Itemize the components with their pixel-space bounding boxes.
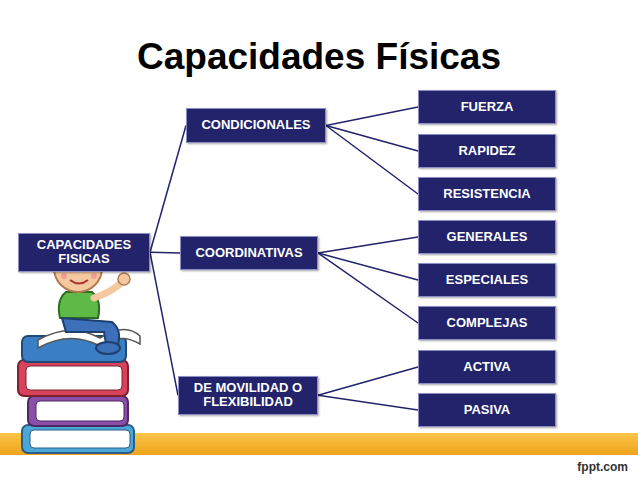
box-label: DE MOVILIDAD O FLEXIBILIDAD	[185, 381, 311, 410]
category-box: FUERZA	[418, 90, 556, 124]
box-label: FUERZA	[461, 100, 514, 114]
box-label: COMPLEJAS	[447, 316, 528, 330]
connector-line	[318, 253, 418, 280]
box-label: CONDICIONALES	[201, 118, 310, 132]
connector-line	[318, 367, 418, 395]
category-box: DE MOVILIDAD O FLEXIBILIDAD	[178, 376, 318, 415]
box-label: CAPACIDADES FISICAS	[25, 238, 143, 267]
connector-line	[150, 252, 178, 395]
connector-line	[150, 126, 186, 253]
connector-line	[150, 252, 180, 254]
watermark: fppt.com	[577, 460, 628, 474]
box-label: RESISTENCIA	[443, 187, 530, 201]
box-label: ACTIVA	[463, 360, 510, 374]
connector-line	[318, 237, 418, 253]
box-label: COORDINATIVAS	[195, 246, 302, 260]
box-label: ESPECIALES	[446, 273, 528, 287]
connector-line	[318, 253, 418, 323]
category-box: COMPLEJAS	[418, 306, 556, 340]
box-label: PASIVA	[464, 403, 510, 417]
category-box: ACTIVA	[418, 350, 556, 384]
diagram-title: Capacidades Físicas	[0, 36, 638, 78]
category-box: COORDINATIVAS	[180, 236, 318, 270]
category-box: RAPIDEZ	[418, 134, 556, 168]
box-label: RAPIDEZ	[458, 144, 515, 158]
box-label: GENERALES	[447, 230, 528, 244]
category-box: CAPACIDADES FISICAS	[18, 233, 150, 272]
category-box: ESPECIALES	[418, 263, 556, 297]
category-box: CONDICIONALES	[186, 108, 326, 143]
category-box: GENERALES	[418, 220, 556, 254]
category-box: RESISTENCIA	[418, 177, 556, 211]
connector-line	[326, 126, 418, 152]
category-box: PASIVA	[418, 393, 556, 427]
connector-line	[318, 395, 418, 410]
kid-illustration	[18, 242, 140, 453]
connector-line	[326, 126, 418, 195]
connector-line	[326, 107, 418, 126]
